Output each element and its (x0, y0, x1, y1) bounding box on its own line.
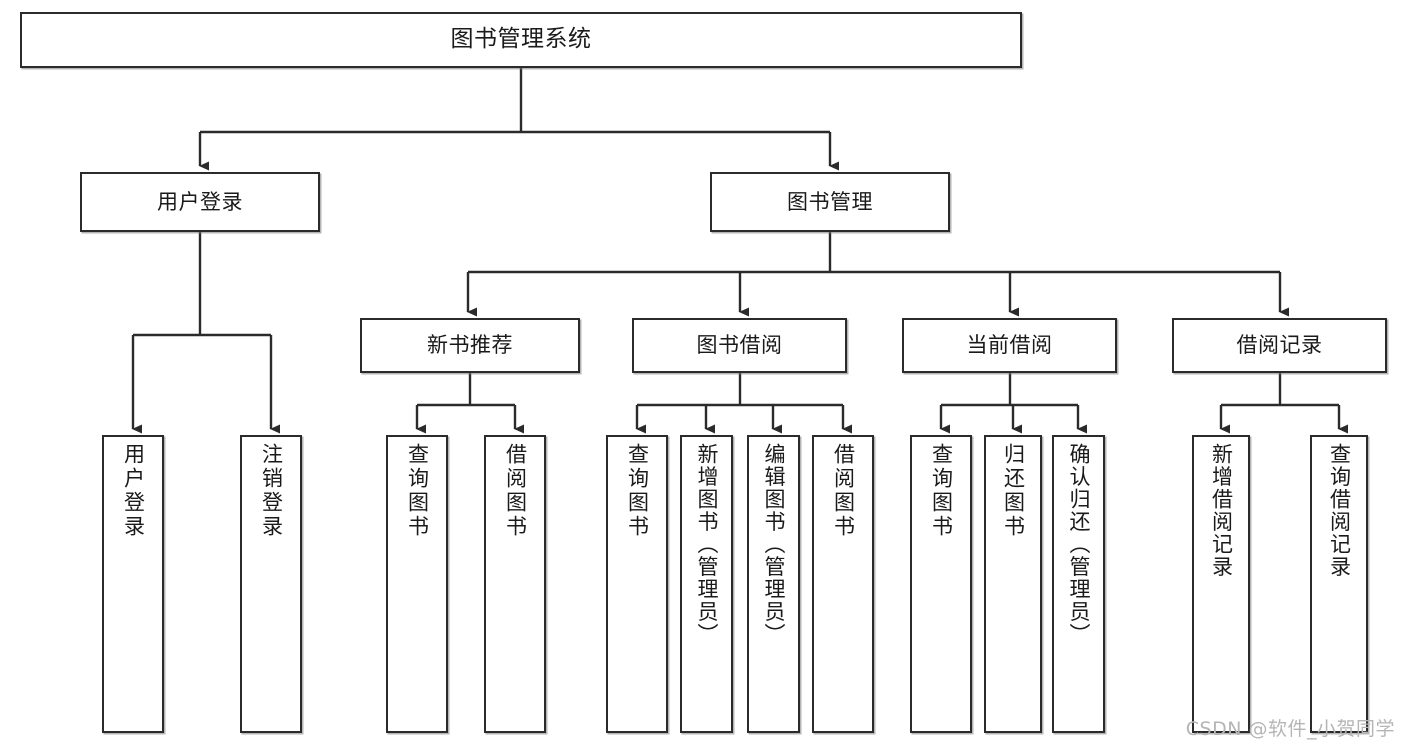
node-borrow-record[interactable]: 借阅记录 (1172, 318, 1387, 373)
node-leaf-logout[interactable]: 注销登录 (240, 435, 302, 733)
node-leaf-confirm-return-label: 确认归还（管理员） (1067, 443, 1091, 646)
node-leaf-query-book-rec-label: 查询图书 (405, 443, 430, 539)
node-leaf-borrow-book-rec[interactable]: 借阅图书 (484, 435, 546, 733)
node-leaf-borrow-book[interactable]: 借阅图书 (812, 435, 874, 733)
node-root-label: 图书管理系统 (450, 26, 592, 53)
node-leaf-edit-book-label: 编辑图书（管理员） (762, 443, 786, 646)
node-leaf-query-book-borrow-label: 查询图书 (625, 443, 650, 539)
node-leaf-user-login-label: 用户登录 (121, 443, 146, 539)
node-user-login-label: 用户登录 (157, 189, 243, 214)
node-leaf-query-record-label: 查询借阅记录 (1327, 443, 1352, 578)
node-new-book-rec-label: 新书推荐 (427, 333, 513, 358)
node-leaf-edit-book[interactable]: 编辑图书（管理员） (747, 435, 800, 733)
node-new-book-rec[interactable]: 新书推荐 (360, 318, 580, 373)
node-leaf-return-book-label: 归还图书 (1001, 443, 1026, 539)
node-book-manage-label: 图书管理 (787, 189, 873, 214)
node-leaf-confirm-return[interactable]: 确认归还（管理员） (1052, 435, 1105, 733)
node-leaf-query-book-current[interactable]: 查询图书 (910, 435, 972, 733)
node-leaf-query-book-borrow[interactable]: 查询图书 (606, 435, 668, 733)
node-leaf-borrow-book-label: 借阅图书 (831, 443, 856, 539)
node-book-manage[interactable]: 图书管理 (710, 172, 950, 232)
node-book-borrow-label: 图书借阅 (696, 333, 783, 358)
node-leaf-add-record-label: 新增借阅记录 (1209, 443, 1234, 578)
node-leaf-query-book-current-label: 查询图书 (929, 443, 954, 539)
node-leaf-return-book[interactable]: 归还图书 (984, 435, 1042, 733)
node-book-borrow[interactable]: 图书借阅 (632, 318, 847, 373)
node-leaf-borrow-book-rec-label: 借阅图书 (503, 443, 528, 539)
node-leaf-logout-label: 注销登录 (259, 443, 284, 539)
node-current-borrow[interactable]: 当前借阅 (902, 318, 1117, 373)
node-leaf-user-login[interactable]: 用户登录 (102, 435, 164, 733)
node-leaf-add-book-label: 新增图书（管理员） (695, 443, 719, 646)
node-leaf-add-book[interactable]: 新增图书（管理员） (680, 435, 733, 733)
node-root-system[interactable]: 图书管理系统 (20, 12, 1022, 68)
node-leaf-query-book-rec[interactable]: 查询图书 (386, 435, 448, 733)
node-current-borrow-label: 当前借阅 (966, 333, 1053, 358)
node-leaf-add-record[interactable]: 新增借阅记录 (1192, 435, 1250, 733)
node-user-login[interactable]: 用户登录 (80, 172, 320, 232)
node-leaf-query-record[interactable]: 查询借阅记录 (1310, 435, 1368, 733)
node-borrow-record-label: 借阅记录 (1236, 333, 1323, 358)
